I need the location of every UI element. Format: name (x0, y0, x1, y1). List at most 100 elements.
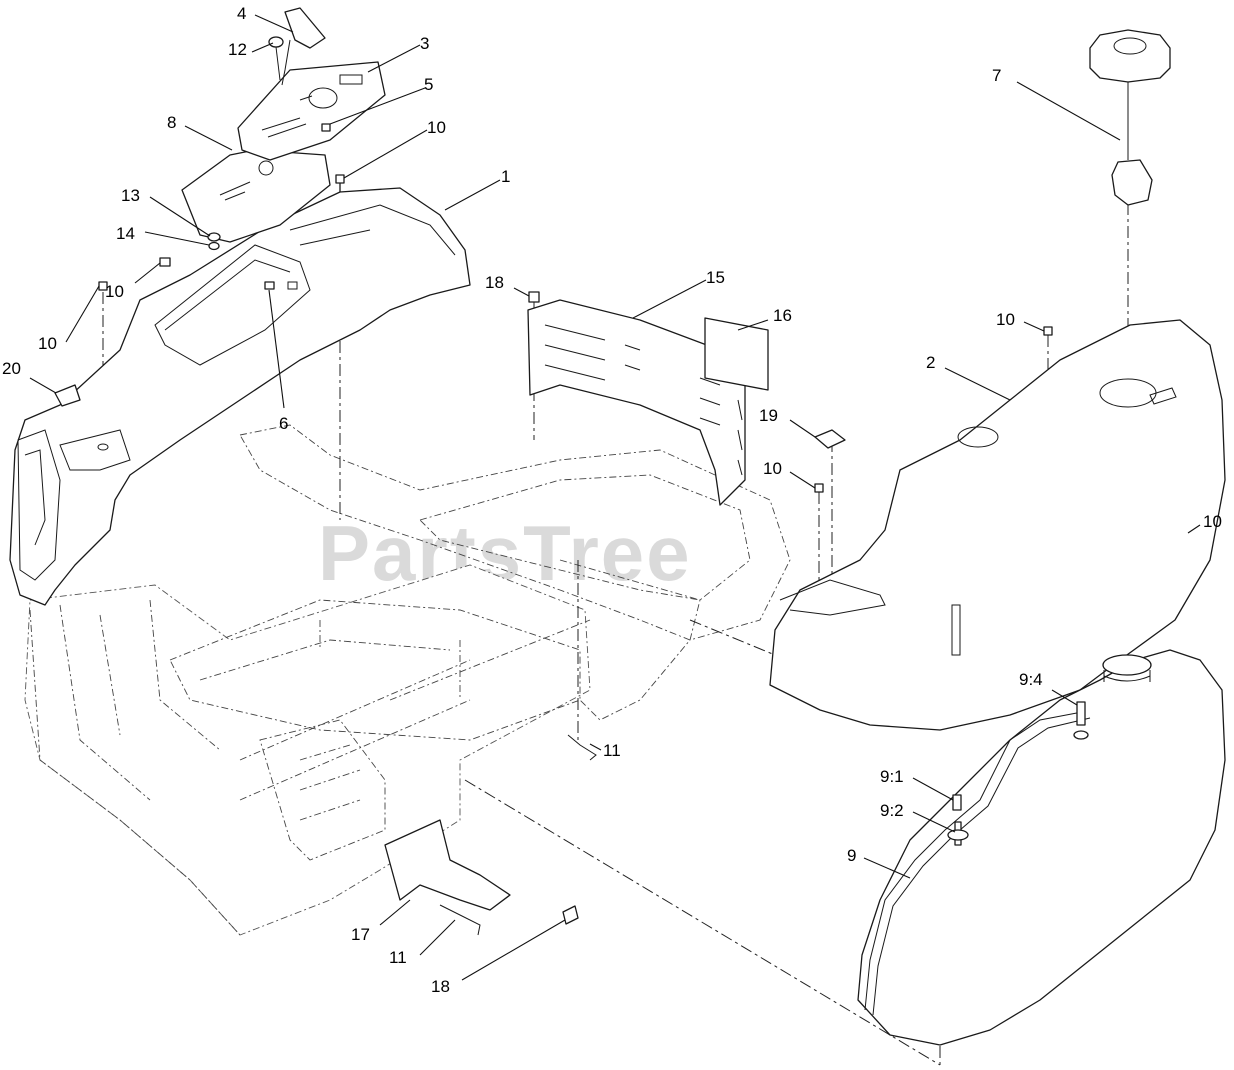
leader-12 (251, 42, 274, 53)
washer-14 (208, 241, 220, 251)
bolt-18a (528, 291, 540, 303)
frame-cross-member (239, 619, 591, 801)
part-20-plug (54, 384, 81, 407)
leader-9 (863, 857, 911, 879)
leader-18a (513, 287, 530, 297)
centerline-bolt-18b (464, 779, 941, 1066)
plug-19-body (814, 429, 846, 449)
part-6-clip (264, 281, 298, 290)
leader-6 (268, 289, 285, 409)
callout-5: 5 (424, 75, 433, 94)
shift-lever-grip (284, 7, 326, 49)
frame-inner-rail (419, 474, 751, 601)
callout-19: 19 (759, 406, 778, 425)
bracket-17 (384, 819, 511, 911)
fuel-cap-body (1089, 29, 1171, 83)
fitting-9-1 (952, 794, 962, 811)
callout-7: 7 (992, 66, 1001, 85)
callout-3: 3 (420, 34, 429, 53)
callout-14: 14 (116, 224, 135, 243)
right-fender-seat-recess (957, 426, 999, 448)
callout-18a: 18 (485, 273, 504, 292)
frame-rear-plate (559, 559, 701, 721)
callout-2: 2 (926, 353, 935, 372)
callout-6: 6 (279, 414, 288, 433)
console-cover-knob-hole (258, 160, 274, 176)
callout-10c: 10 (38, 334, 57, 353)
leader-8 (184, 125, 233, 151)
plug-20-body (54, 384, 81, 407)
frame-left-side (29, 599, 241, 936)
left-fender-step (59, 429, 131, 471)
part-3-control-plate (237, 61, 386, 161)
leader-9-1 (912, 777, 954, 801)
frame-front-bracket (259, 719, 386, 861)
right-fender-body (769, 319, 1226, 731)
leader-4 (254, 14, 294, 33)
callout-8: 8 (167, 113, 176, 132)
callout-10d: 10 (996, 310, 1015, 329)
callout-labels: 4 12 3 5 8 10 1 13 14 10 10 20 6 18 15 1… (2, 4, 1222, 996)
right-fender-label (1149, 387, 1177, 405)
leader-10a (343, 129, 428, 179)
left-fender-dash-well (154, 244, 311, 366)
heat-shield-slots-left (544, 324, 606, 381)
part-2-right-fender (769, 319, 1226, 731)
leader-10c (65, 285, 100, 343)
part-4-shift-lever (281, 7, 326, 86)
leader-10d (1023, 321, 1045, 332)
screw-5 (321, 123, 331, 132)
callout-11b: 11 (389, 948, 407, 967)
part-7-fuel-cap (1089, 29, 1171, 206)
bolt-18b (562, 905, 579, 925)
control-plate-label (339, 74, 363, 85)
rod-11a (567, 734, 597, 761)
leader-1 (444, 179, 501, 211)
bolt-10a (335, 174, 345, 192)
callout-4: 4 (237, 4, 246, 23)
shift-lever-shaft (281, 39, 291, 86)
callout-10f: 10 (1203, 512, 1222, 531)
frame-lower-body (24, 564, 591, 936)
callout-17: 17 (351, 925, 370, 944)
callout-9-1: 9:1 (880, 767, 904, 786)
callout-15: 15 (706, 268, 725, 287)
clip-body-alt (287, 281, 298, 290)
clip-body (264, 281, 275, 290)
part-15-heat-shield (527, 299, 746, 506)
part-16-decal (704, 317, 769, 391)
leader-9-2 (912, 811, 956, 833)
parts-11-17 (384, 734, 597, 936)
left-fender-body (9, 187, 471, 606)
fuel-cap-top-recess (1113, 37, 1147, 55)
frame-tube-rail (239, 424, 791, 641)
leader-19 (789, 419, 816, 438)
leader-20 (29, 377, 57, 394)
callout-20: 20 (2, 359, 21, 378)
left-fender-bolt-hole (97, 443, 109, 451)
left-fender-top-ridge (289, 204, 456, 256)
fitting-9-4 (1076, 701, 1086, 726)
fuel-tank-line (864, 711, 1083, 1011)
heat-shield-body (527, 299, 746, 506)
leader-13 (149, 196, 211, 237)
control-plate-gauge (308, 87, 338, 109)
fuel-tank-body (857, 649, 1226, 1046)
callout-12: 12 (228, 40, 247, 59)
bolt-10d (1043, 326, 1053, 336)
leader-11a (589, 743, 602, 751)
callout-9-2: 9:2 (880, 801, 904, 820)
part-12-knob (268, 36, 284, 81)
part-9-fuel-tank (857, 649, 1226, 1046)
leader-14 (144, 231, 210, 246)
leader-10e (789, 471, 816, 489)
leader-3 (367, 44, 421, 73)
fuel-tank-fittings (947, 701, 1089, 846)
bolt-10b (159, 257, 171, 267)
chassis-frame (24, 424, 791, 936)
callout-16: 16 (773, 306, 792, 325)
leader-11b (419, 919, 456, 956)
leader-17 (379, 899, 411, 926)
control-plate-slots (261, 95, 313, 138)
